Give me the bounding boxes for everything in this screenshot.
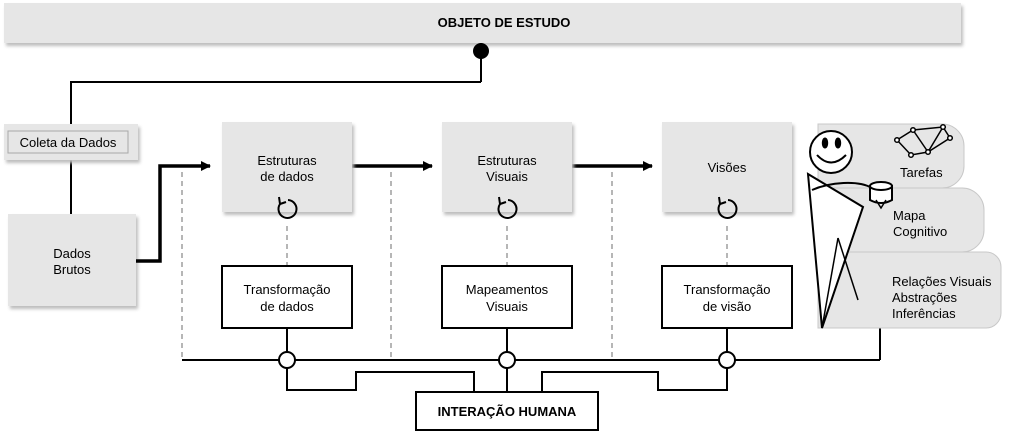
cycle-icon xyxy=(717,196,738,219)
operator-mapeamentos-visuais: Mapeamentos Visuais xyxy=(441,265,573,329)
mapa-line1: Mapa xyxy=(893,208,926,223)
stage-2-line1: Estruturas xyxy=(477,153,537,168)
stage-3-line1: Visões xyxy=(708,160,747,175)
operator-2-line2: Visuais xyxy=(486,299,528,314)
stage-1-line2: de dados xyxy=(260,169,314,184)
operator-1-line2: de dados xyxy=(260,299,314,314)
operator-3-line2: de visão xyxy=(703,299,751,314)
stage-2-line2: Visuais xyxy=(486,169,528,184)
user-cognition-panel: Tarefas Mapa Cognitivo Relações Visuais … xyxy=(817,123,1002,329)
operator-3-line1: Transformação xyxy=(684,282,771,297)
relacoes-line3: Inferências xyxy=(892,306,956,321)
operator-2-line1: Mapeamentos xyxy=(466,282,549,297)
stage-visoes: Visões xyxy=(662,122,792,212)
raw-data-box: Dados Brutos xyxy=(8,214,136,306)
raw-data-line2: Brutos xyxy=(53,262,91,277)
tarefas-label: Tarefas xyxy=(900,165,943,180)
raw-data-line1: Dados xyxy=(53,246,91,261)
relacoes-line1: Relações Visuais xyxy=(892,274,992,289)
tasks-bubble xyxy=(817,123,965,189)
mapa-line2: Cognitivo xyxy=(893,224,947,239)
stage-1-line1: Estruturas xyxy=(257,153,317,168)
object-of-study-label: OBJETO DE ESTUDO xyxy=(438,15,571,30)
coleta-label: Coleta da Dados xyxy=(20,135,117,150)
cycle-icon xyxy=(277,196,298,219)
object-anchor-dot xyxy=(473,43,489,59)
cycle-icon xyxy=(497,196,518,219)
dashed-connectors xyxy=(181,172,728,360)
network-icon xyxy=(893,123,954,159)
human-interaction-label: INTERAÇÃO HUMANA xyxy=(438,404,577,419)
user-figure-icon xyxy=(806,130,893,329)
operator-1-line1: Transformação xyxy=(244,282,331,297)
pipeline-flow xyxy=(136,161,653,263)
stage-estruturas-de-dados: Estruturas de dados xyxy=(222,122,352,212)
human-interaction-box: INTERAÇÃO HUMANA xyxy=(415,391,599,431)
relations-bubble xyxy=(817,251,1002,329)
relacoes-line2: Abstrações xyxy=(892,290,958,305)
junction-nodes xyxy=(278,351,736,369)
object-of-study-bar: OBJETO DE ESTUDO xyxy=(4,3,961,43)
operator-transformacao-de-dados: Transformação de dados xyxy=(221,265,353,329)
operator-transformacao-de-visao: Transformação de visão xyxy=(661,265,793,329)
coleta-box: Coleta da Dados xyxy=(4,124,138,160)
stage-estruturas-visuais: Estruturas Visuais xyxy=(442,122,572,212)
